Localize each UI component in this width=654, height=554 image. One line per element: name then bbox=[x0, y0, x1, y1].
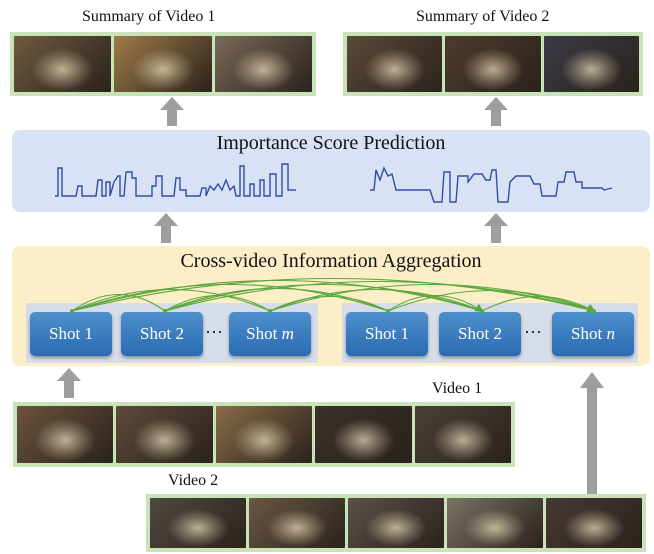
summary-video-2-label: Summary of Video 2 bbox=[416, 8, 550, 25]
arrow-aggregation-to-importance-2 bbox=[484, 213, 508, 243]
arrow-video-1-to-aggregation bbox=[57, 368, 81, 398]
video-2-frame-1 bbox=[150, 498, 246, 548]
video-2-frame-5 bbox=[546, 498, 642, 548]
video-1-shot-m: Shot m bbox=[229, 312, 311, 356]
video-1-frame-5 bbox=[414, 406, 512, 463]
video-1-frame-3 bbox=[215, 406, 313, 463]
summary-video-1-strip bbox=[10, 32, 316, 96]
video-2-frame-2 bbox=[249, 498, 345, 548]
summary-video-2-frame-2 bbox=[445, 36, 541, 92]
summary-video-1-frame-1 bbox=[14, 36, 112, 92]
importance-score-panel: Importance Score Prediction bbox=[12, 130, 650, 212]
video-1-shot-1: Shot 1 bbox=[30, 312, 112, 356]
summary-video-2-strip bbox=[343, 32, 643, 96]
importance-curve-video-1 bbox=[55, 163, 296, 197]
video-1-shot-2: Shot 2 bbox=[121, 312, 203, 356]
summary-video-2-frame-1 bbox=[347, 36, 443, 92]
video-2-strip bbox=[146, 494, 646, 552]
video-1-label: Video 1 bbox=[432, 380, 483, 397]
video-2-shot-n-label: Shot n bbox=[571, 324, 615, 343]
arrow-aggregation-to-importance-1 bbox=[154, 213, 178, 243]
arrow-video-2-to-aggregation bbox=[580, 372, 604, 496]
aggregation-title: Cross-video Information Aggregation bbox=[180, 250, 482, 272]
summary-video-1-frame-3 bbox=[214, 36, 312, 92]
video-2-shot-1: Shot 1 bbox=[346, 312, 428, 356]
video-2-ellipsis: ··· bbox=[524, 322, 542, 342]
video-2-frame-3 bbox=[348, 498, 444, 548]
summary-video-2-frame-3 bbox=[543, 36, 639, 92]
summary-video-1-label: Summary of Video 1 bbox=[82, 8, 216, 25]
video-1-shot-m-label: Shot m bbox=[246, 324, 294, 343]
video-2-label: Video 2 bbox=[168, 472, 219, 489]
video-2-shot-2: Shot 2 bbox=[439, 312, 521, 356]
arrow-importance-to-summary-1 bbox=[160, 97, 184, 126]
video-1-ellipsis: ··· bbox=[205, 322, 223, 342]
video-1-frame-4 bbox=[315, 406, 412, 463]
video-2-frame-4 bbox=[447, 498, 543, 548]
summary-video-1-frame-2 bbox=[114, 36, 212, 92]
arrow-importance-to-summary-2 bbox=[484, 97, 508, 126]
video-1-strip bbox=[13, 402, 515, 467]
video-2-shot-n: Shot n bbox=[552, 312, 634, 356]
video-1-frame-1 bbox=[17, 406, 114, 463]
video-1-frame-2 bbox=[116, 406, 213, 463]
importance-score-title: Importance Score Prediction bbox=[216, 132, 446, 154]
importance-curve-video-2 bbox=[370, 166, 613, 203]
